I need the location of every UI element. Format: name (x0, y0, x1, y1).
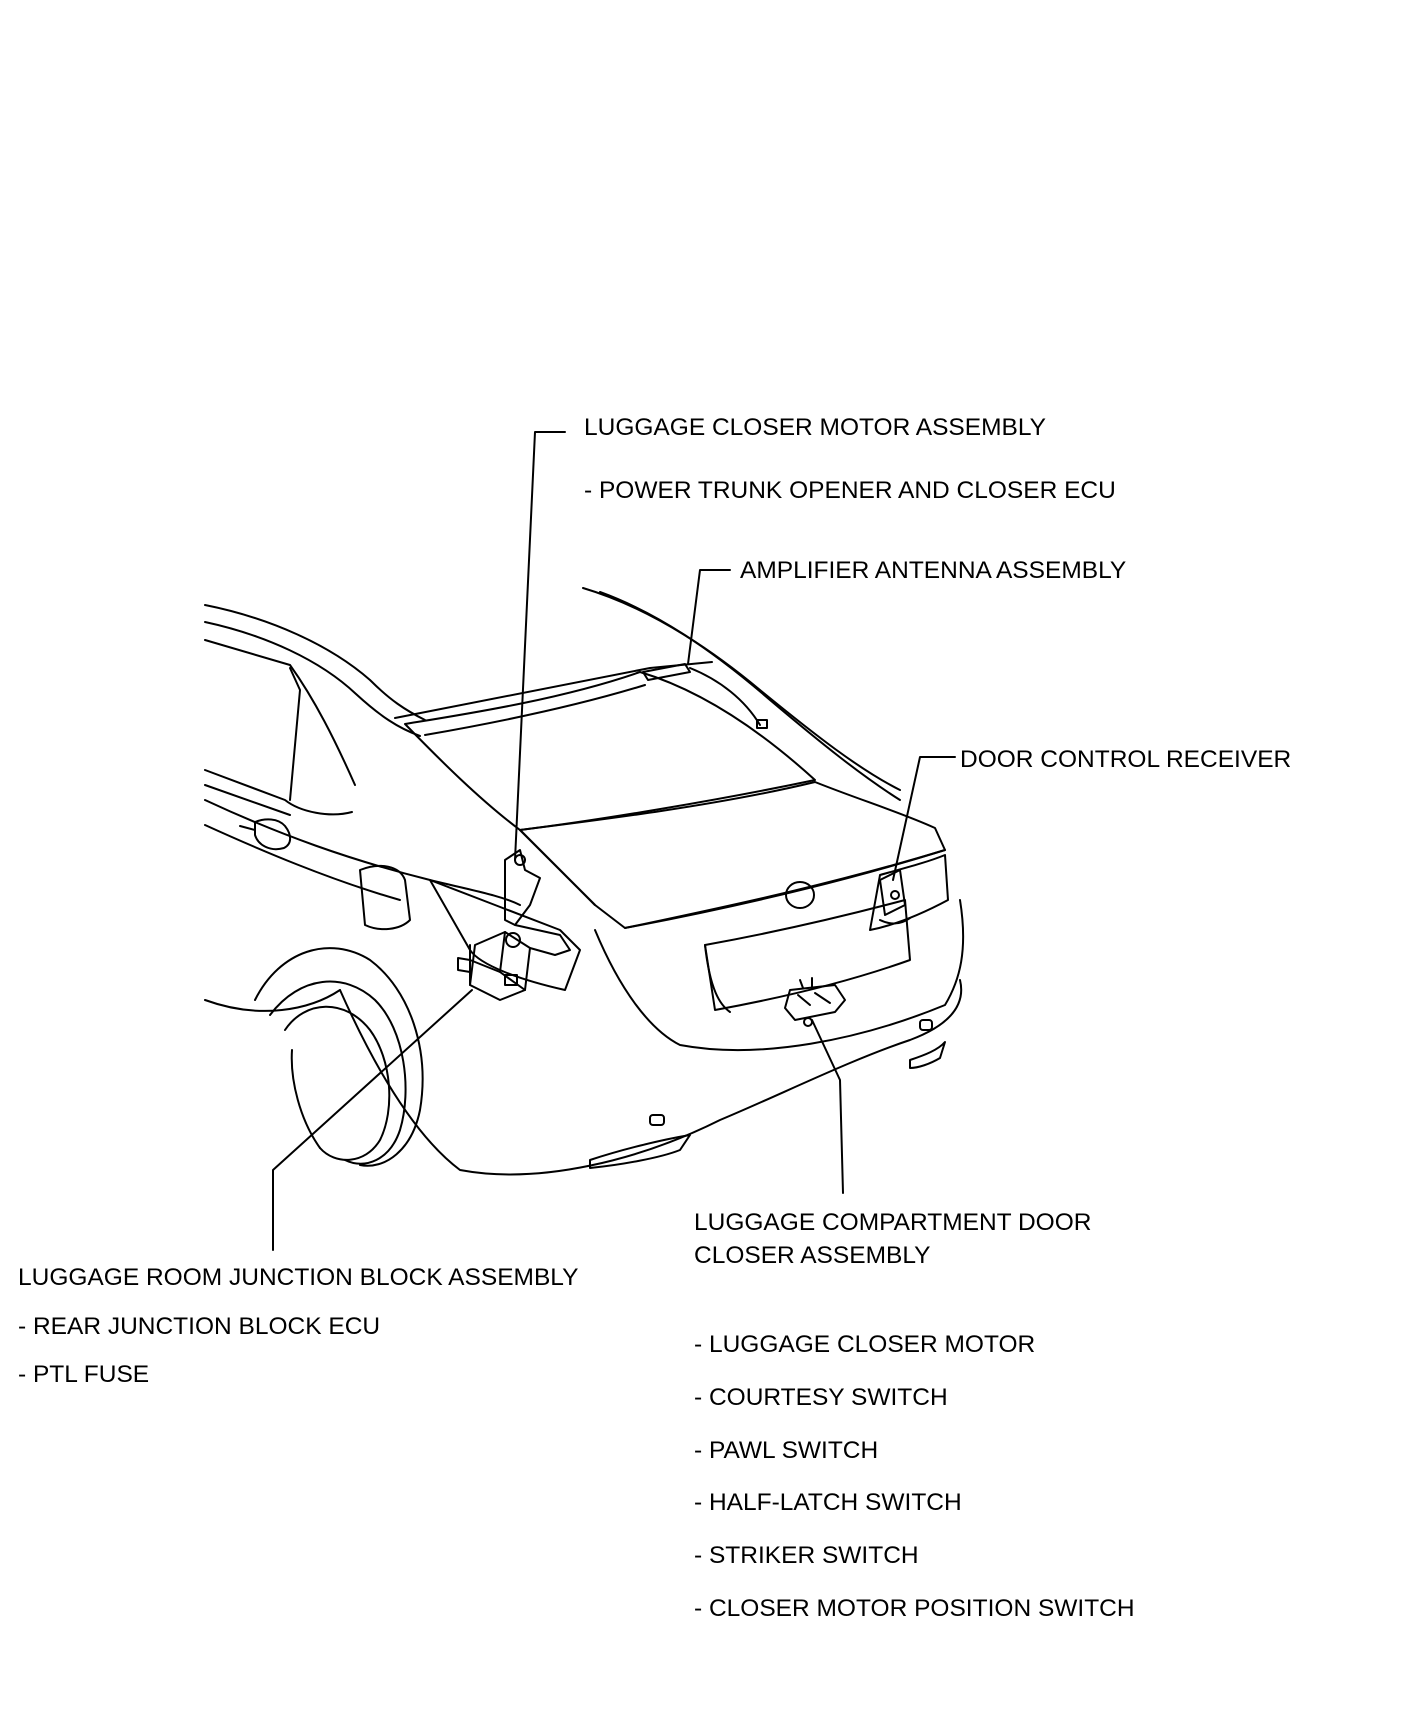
label-amplifier-antenna-assembly: AMPLIFIER ANTENNA ASSEMBLY (740, 557, 1127, 584)
label-luggage-closer-motor: - LUGGAGE CLOSER MOTOR (694, 1331, 1036, 1358)
label-striker-switch: - STRIKER SWITCH (694, 1542, 919, 1569)
leader-door-closer (811, 1019, 844, 1194)
label-door-control-receiver: DOOR CONTROL RECEIVER (960, 746, 1292, 773)
leader-lines (272, 431, 956, 1251)
label-luggage-compartment-door-line1: LUGGAGE COMPARTMENT DOOR (694, 1209, 1092, 1236)
label-closer-motor-position-switch: - CLOSER MOTOR POSITION SWITCH (694, 1595, 1135, 1622)
label-ptl-fuse: - PTL FUSE (18, 1361, 150, 1388)
label-half-latch-switch: - HALF-LATCH SWITCH (694, 1489, 962, 1516)
leader-door-control-receiver (892, 756, 956, 881)
label-luggage-compartment-door-line2: CLOSER ASSEMBLY (694, 1242, 931, 1269)
label-luggage-closer-motor-assembly: LUGGAGE CLOSER MOTOR ASSEMBLY (584, 414, 1046, 441)
label-luggage-room-junction-block-assembly: LUGGAGE ROOM JUNCTION BLOCK ASSEMBLY (18, 1264, 579, 1291)
leader-amplifier-antenna (687, 569, 731, 665)
leader-junction-block (272, 989, 473, 1251)
label-rear-junction-block-ecu: - REAR JUNCTION BLOCK ECU (18, 1313, 381, 1340)
label-courtesy-switch: - COURTESY SWITCH (694, 1384, 948, 1411)
label-pawl-switch: - PAWL SWITCH (694, 1437, 879, 1464)
car-rear-illustration (204, 587, 965, 1176)
label-power-trunk-opener-closer-ecu: - POWER TRUNK OPENER AND CLOSER ECU (584, 477, 1116, 504)
leader-closer-motor (514, 431, 566, 861)
